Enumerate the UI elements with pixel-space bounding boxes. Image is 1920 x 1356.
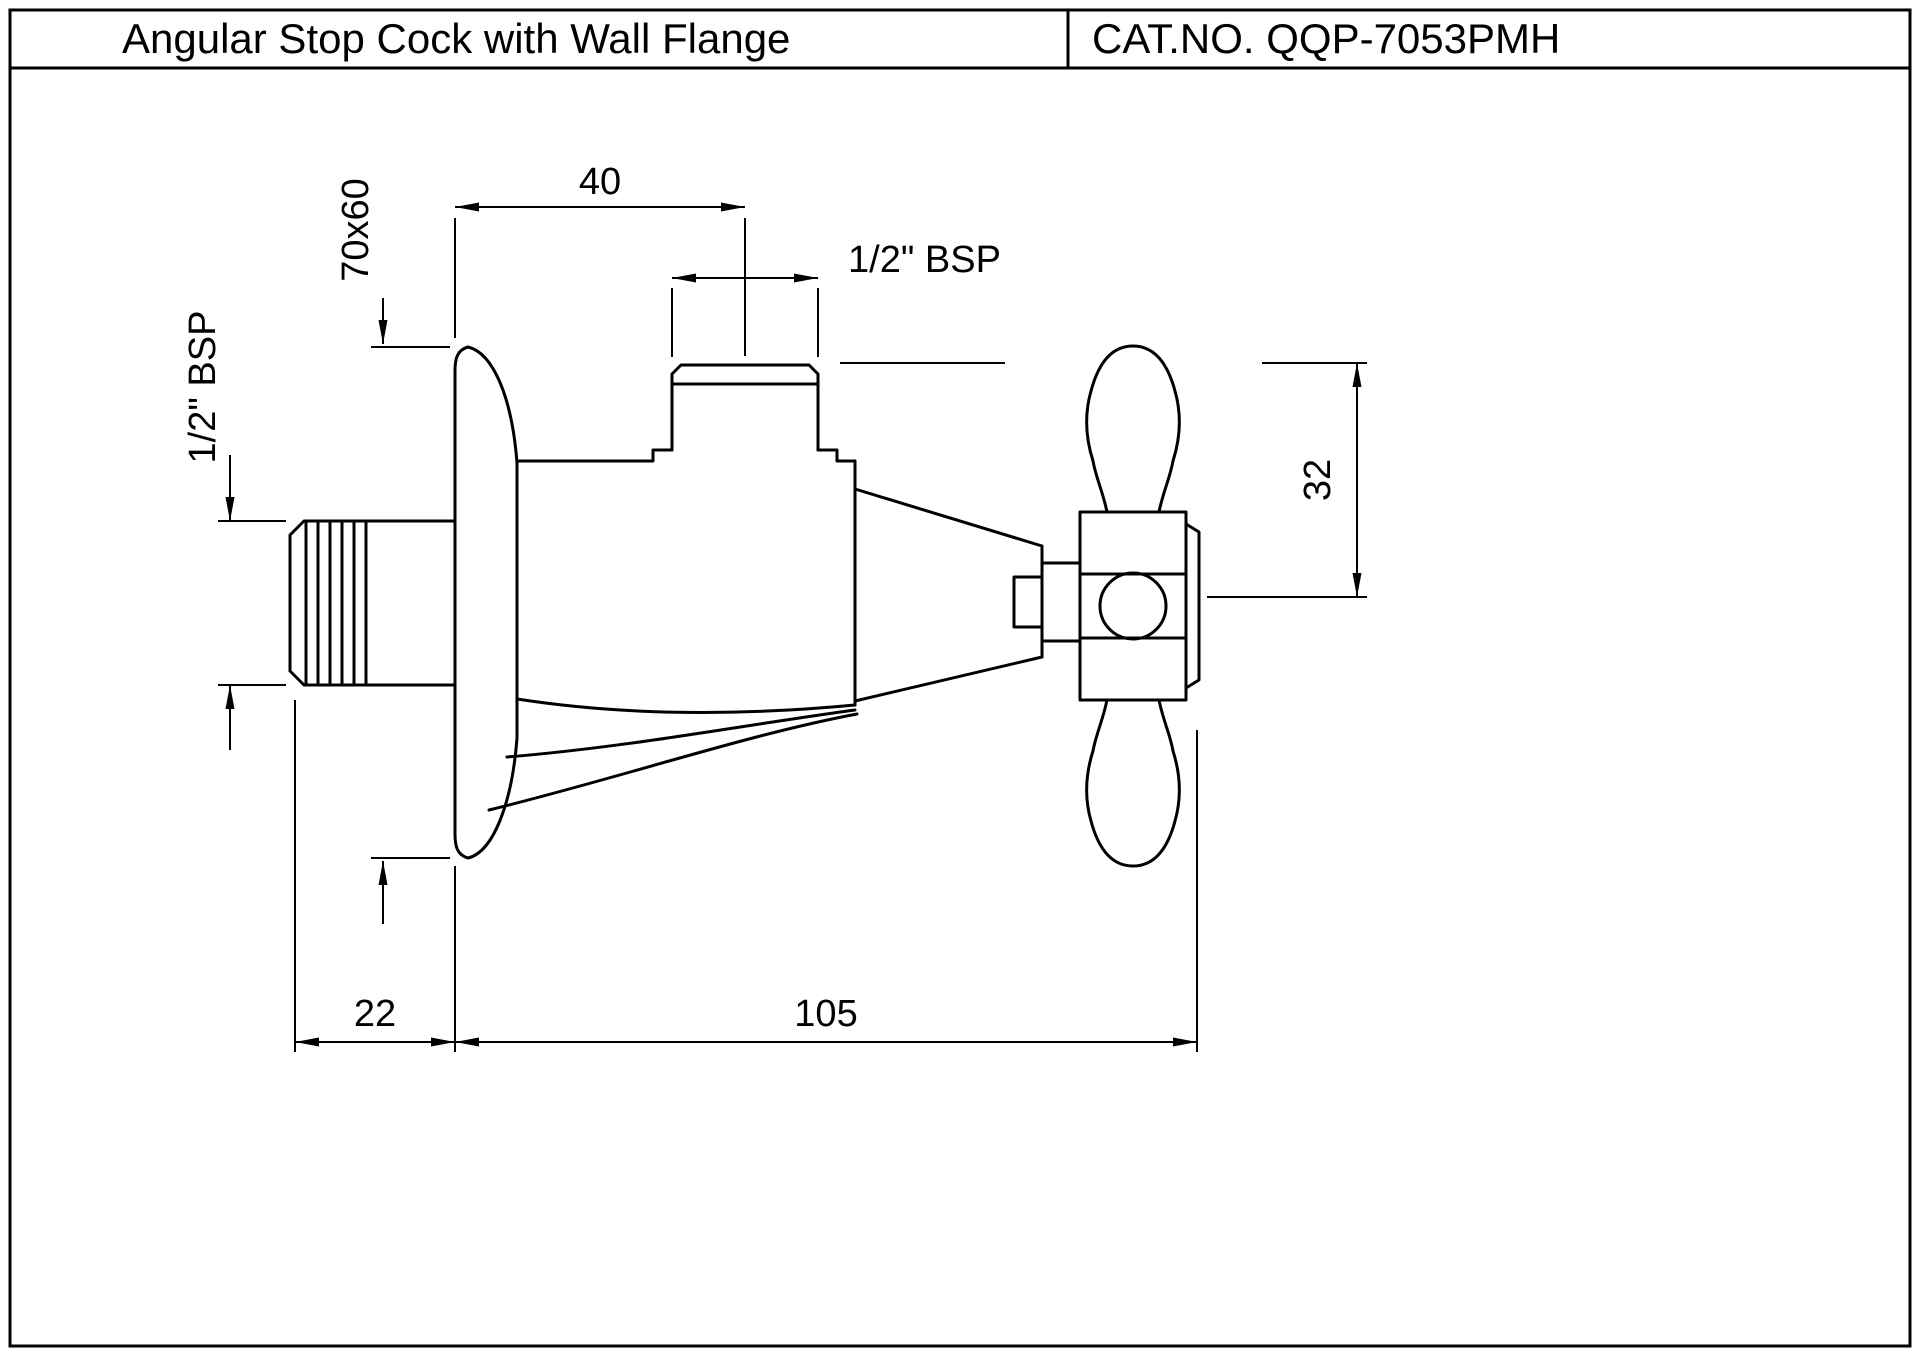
- catalog-number: CAT.NO. QQP-7053PMH: [1092, 15, 1560, 62]
- dim-label-wall-clearance: 22: [354, 993, 396, 1035]
- handle-top-knob: [1085, 344, 1181, 514]
- dim-wall-clearance: [294, 700, 456, 1052]
- dim-label-outlet-thread: 1/2" BSP: [848, 239, 1001, 281]
- handle-hub: [1078, 510, 1188, 702]
- spindle-square: [1012, 575, 1044, 629]
- handle-end-cap: [1184, 522, 1201, 690]
- dim-body-length: [455, 730, 1198, 1052]
- sheet-border: [8, 8, 1912, 1348]
- dim-label-inlet-thread: 1/2" BSP: [182, 311, 224, 464]
- handle-hub-boss: [1098, 571, 1168, 641]
- inlet-pipe: [288, 519, 457, 687]
- stop-cock-body-view: [288, 344, 1201, 868]
- dim-label-outlet-offset: 40: [579, 161, 621, 203]
- dim-label-flange-size: 70x60: [335, 178, 377, 282]
- handle-bottom-knob: [1085, 698, 1181, 868]
- valve-body: [515, 448, 857, 715]
- body-cone: [853, 487, 1082, 703]
- dim-outlet-offset: [454, 202, 746, 356]
- dim-label-body-length: 105: [794, 993, 857, 1035]
- wall-flange: [453, 345, 859, 860]
- dim-handle-to-outlet: [1207, 362, 1367, 598]
- cross-handle: [1078, 344, 1201, 868]
- title-block: [8, 8, 1912, 1348]
- dim-flange-size: [371, 298, 450, 924]
- dim-inlet-thread: [218, 455, 286, 750]
- dim-label-handle-to-outlet: 32: [1297, 459, 1339, 501]
- outlet-port: [670, 363, 820, 452]
- dimension-lines: [218, 202, 1367, 1052]
- drawing-title: Angular Stop Cock with Wall Flange: [122, 15, 790, 62]
- dim-outlet-thread: [671, 273, 1005, 364]
